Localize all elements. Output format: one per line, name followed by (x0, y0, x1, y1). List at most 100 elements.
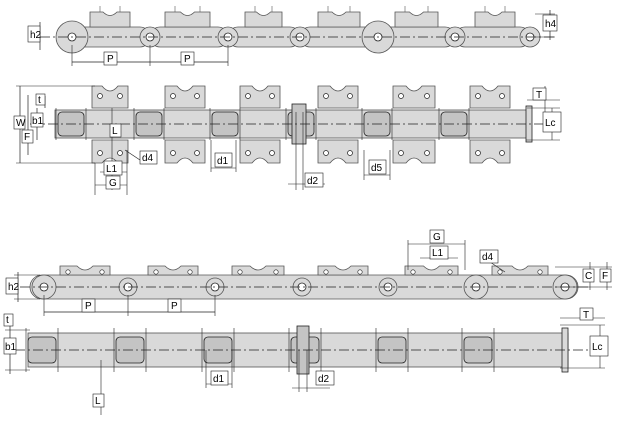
bolt-hole (537, 269, 543, 275)
bolt-hole (117, 93, 123, 99)
top-plan-view-d1-dimension: d1 (210, 140, 237, 172)
attachment-tab-top (317, 85, 359, 109)
attachment-tab-bottom (317, 139, 359, 164)
bolt-hole (153, 269, 159, 275)
attachment-tab (394, 11, 439, 28)
top-side-view-h2-label: h2 (30, 30, 42, 41)
bottom-plan-view-right-dimensions: T Lc (560, 307, 609, 369)
bolt-hole (194, 93, 200, 99)
bottom-side-view-plates (29, 265, 579, 300)
attachment-tab (317, 265, 369, 276)
attachment-tab (317, 11, 361, 28)
attachment-tab-top (91, 85, 129, 109)
bottom-plan-view-left-dimensions: b1 t (3, 313, 30, 374)
top-plan-view-b1-label: b1 (32, 116, 44, 127)
attachment-tab (164, 11, 211, 28)
bottom-side-view-h2-dimension: h2 (5, 272, 40, 302)
top-plan-view-left-dimensions: W F b1 t (13, 85, 95, 164)
bottom-plan-view-l-label: L (95, 396, 101, 407)
bottom-plan-view-d2-dimension: d2 (292, 350, 335, 392)
attachment-tab (231, 265, 285, 276)
bolt-hole (447, 269, 453, 275)
bolt-hole (475, 150, 481, 156)
bolt-hole (245, 150, 251, 156)
bolt-hole (170, 93, 176, 99)
bolt-hole (170, 150, 176, 156)
bottom-plan-view-d1-dimension: d1 (205, 350, 233, 388)
attachment-tab-bottom (164, 139, 206, 164)
attachment-tab-top (469, 85, 511, 109)
bolt-hole (410, 269, 416, 275)
top-plan-view-right-dimensions: T Lc (526, 86, 562, 141)
bolt-hole (499, 93, 505, 99)
top-plan-view-f-label: F (24, 132, 30, 143)
attachment-tab-top (392, 85, 436, 109)
bottom-side-view-c-label: C (585, 271, 592, 282)
top-plan-view-t-label: t (38, 95, 41, 106)
bottom-side-view-pitch-label-right: P (171, 301, 178, 312)
bottom-side-view-d4-label: d4 (482, 252, 494, 263)
bolt-hole (97, 150, 103, 156)
bottom-plan-view-d1-label: d1 (213, 374, 225, 385)
bolt-hole (398, 93, 404, 99)
top-plan-view-l1-label: L1 (106, 164, 118, 175)
top-side-view-h4-label: h4 (545, 19, 557, 30)
bottom-plan-view-b1-label: b1 (5, 342, 17, 353)
attachment-tab (491, 265, 549, 276)
bolt-hole (347, 93, 353, 99)
top-plan-view-g-label: G (109, 178, 117, 189)
bolt-hole (323, 93, 329, 99)
attachment-tab (59, 265, 111, 276)
bottom-side-view-pitch-dimensions: P P (43, 295, 216, 316)
bolt-hole (187, 269, 193, 275)
bolt-hole (499, 150, 505, 156)
bottom-side-view-f-label: F (602, 271, 608, 282)
top-side-view-pitch-label-right: P (184, 54, 191, 65)
bottom-side-view-g-label: G (433, 232, 441, 243)
top-plan-view-d4-label: d4 (142, 153, 154, 164)
top-side-view-pitch-dimensions: P P (71, 45, 229, 66)
top-plan-view-t-right-label: T (536, 90, 542, 101)
bolt-hole (323, 150, 329, 156)
top-plan-view-l-label: L (112, 126, 118, 137)
bottom-plan-view-d2-label: d2 (318, 374, 330, 385)
bottom-side-view: h2 P P G L1 d4 (5, 229, 612, 316)
bottom-plan-view-l-dimension: L (92, 360, 105, 415)
bolt-hole (237, 269, 243, 275)
bolt-hole (497, 269, 503, 275)
top-plan-view: W F b1 t L L1 G d4 (13, 85, 562, 195)
bolt-hole (99, 269, 105, 275)
bottom-plan-view: b1 t d1 d2 L (3, 307, 609, 415)
top-plan-view-bottom-left-dimensions: L L1 G (94, 108, 128, 195)
bolt-hole (269, 93, 275, 99)
top-side-view-attachments (89, 6, 516, 28)
top-side-view-pitch-label-left: P (107, 54, 114, 65)
top-side-view-h2-dimension: h2 (27, 22, 42, 50)
bottom-side-view-top-dimensions: G L1 (407, 229, 466, 270)
bolt-hole (424, 150, 430, 156)
bolt-hole (347, 150, 353, 156)
top-plan-view-lc-label: Lc (545, 118, 556, 129)
bolt-hole (117, 150, 123, 156)
top-plan-view-d5-label: d5 (371, 163, 383, 174)
bolt-hole (357, 269, 363, 275)
bottom-side-view-h2-label: h2 (8, 282, 20, 293)
attachment-tab-top (239, 85, 281, 109)
bottom-plan-view-t-right-label: T (583, 310, 589, 321)
attachment-tab (404, 265, 459, 276)
top-plan-view-d4-dimension: d4 (124, 149, 158, 165)
attachment-tab (147, 265, 199, 276)
bolt-hole (475, 93, 481, 99)
attachment-tab-bottom (392, 139, 436, 164)
bottom-side-view-pitch-label-left: P (85, 301, 92, 312)
attachment-tab (474, 11, 516, 28)
attachment-tab (89, 11, 131, 28)
bolt-hole (269, 150, 275, 156)
attachment-tab-top (164, 85, 206, 109)
bolt-hole (245, 93, 251, 99)
top-side-view: h2 P P h4 (27, 6, 558, 66)
bolt-hole (424, 93, 430, 99)
top-side-view-h4-dimension: h4 (535, 10, 558, 40)
bolt-hole (323, 269, 329, 275)
